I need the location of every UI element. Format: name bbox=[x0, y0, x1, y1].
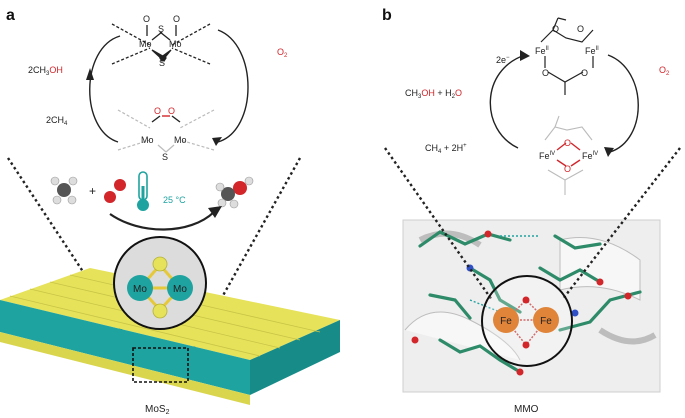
panel-b-caption: MMO bbox=[514, 404, 539, 415]
panel-b-oxidant: O2 bbox=[659, 65, 670, 77]
panel-a-top-complex bbox=[111, 23, 211, 65]
fe-iv-left: FeIV bbox=[539, 151, 555, 161]
temperature-label: 25 °C bbox=[163, 195, 186, 205]
methanol-molecule bbox=[215, 176, 254, 209]
mo-bottom-s: S bbox=[162, 152, 168, 162]
panel-b-cycle-arrows bbox=[489, 54, 639, 153]
plus-sign: + bbox=[89, 184, 96, 198]
site-fe-left: Fe bbox=[500, 316, 512, 327]
reaction-arrow bbox=[109, 211, 215, 231]
panel-b-reactant: CH4 + 2H+ bbox=[425, 143, 467, 155]
fe-iv-complex-faded bbox=[544, 115, 593, 195]
fe-ii-oxo-right: O bbox=[577, 24, 584, 34]
panel-b-electrons: 2e− bbox=[496, 55, 510, 65]
fe-iv-core bbox=[556, 142, 581, 167]
mo-bottom-left: Mo bbox=[141, 135, 154, 145]
peroxo-o-right: O bbox=[168, 106, 175, 116]
peroxo-o-left: O bbox=[154, 106, 161, 116]
oxygen-molecule bbox=[104, 179, 126, 203]
protein-heteroatoms bbox=[411, 230, 632, 376]
mo-top-oxo-right: O bbox=[173, 14, 180, 24]
mo-top-oxo-left: O bbox=[143, 14, 150, 24]
panel-a-product: 2CH3OH bbox=[28, 65, 63, 77]
panel-a-bottom-complex bbox=[117, 109, 215, 153]
fe-ii-o-lower-left: O bbox=[542, 68, 549, 78]
methane-molecule bbox=[50, 176, 78, 205]
protein-structure bbox=[402, 219, 661, 393]
mo-top-right: Mo bbox=[169, 39, 182, 49]
panel-a-label: a bbox=[6, 7, 15, 24]
panel-b-arrow-head-up bbox=[520, 50, 530, 61]
panel-b-zoom-lines bbox=[384, 147, 681, 301]
panel-b-arrow-head-down bbox=[604, 147, 614, 157]
mo-top-s-lower: S bbox=[159, 58, 165, 68]
zoom-box bbox=[132, 347, 189, 383]
mo-top-s-bridge: S bbox=[158, 24, 164, 34]
panel-a-oxidant: O2 bbox=[277, 47, 288, 59]
active-site-magnifier bbox=[481, 275, 573, 367]
fe-ii-complex bbox=[540, 17, 594, 95]
fe-ii-o-lower-right: O bbox=[581, 68, 588, 78]
panel-a-peroxo bbox=[151, 115, 181, 123]
fe-ii-left: FeII bbox=[535, 46, 549, 56]
thermometer-icon bbox=[137, 171, 149, 211]
mo-cluster-magnifier bbox=[113, 236, 207, 330]
panel-b-product: CH3OH + H2O bbox=[405, 88, 462, 100]
site-fe-right: Fe bbox=[540, 316, 552, 327]
mo-bottom-right: Mo bbox=[174, 135, 187, 145]
panel-a-reactant: 2CH4 bbox=[46, 115, 68, 127]
fe-iv-right: FeIV bbox=[582, 151, 598, 161]
panel-a-arrow-head-down bbox=[212, 137, 222, 146]
mo-top-left: Mo bbox=[139, 39, 152, 49]
fe-ii-oxo-left: O bbox=[552, 24, 559, 34]
panel-a-caption: MoS2 bbox=[145, 404, 170, 416]
fe-iv-o-bottom: O bbox=[564, 164, 571, 174]
panel-a-cycle-arrows bbox=[89, 29, 249, 143]
cluster-mo-left: Mo bbox=[133, 284, 147, 295]
panel-b-label: b bbox=[382, 7, 392, 24]
panel-a-arrow-head-up bbox=[86, 68, 94, 80]
fe-ii-right: FeII bbox=[585, 46, 599, 56]
fe-iv-o-top: O bbox=[564, 138, 571, 148]
reaction-arrow-head bbox=[208, 206, 222, 218]
cluster-mo-right: Mo bbox=[173, 284, 187, 295]
